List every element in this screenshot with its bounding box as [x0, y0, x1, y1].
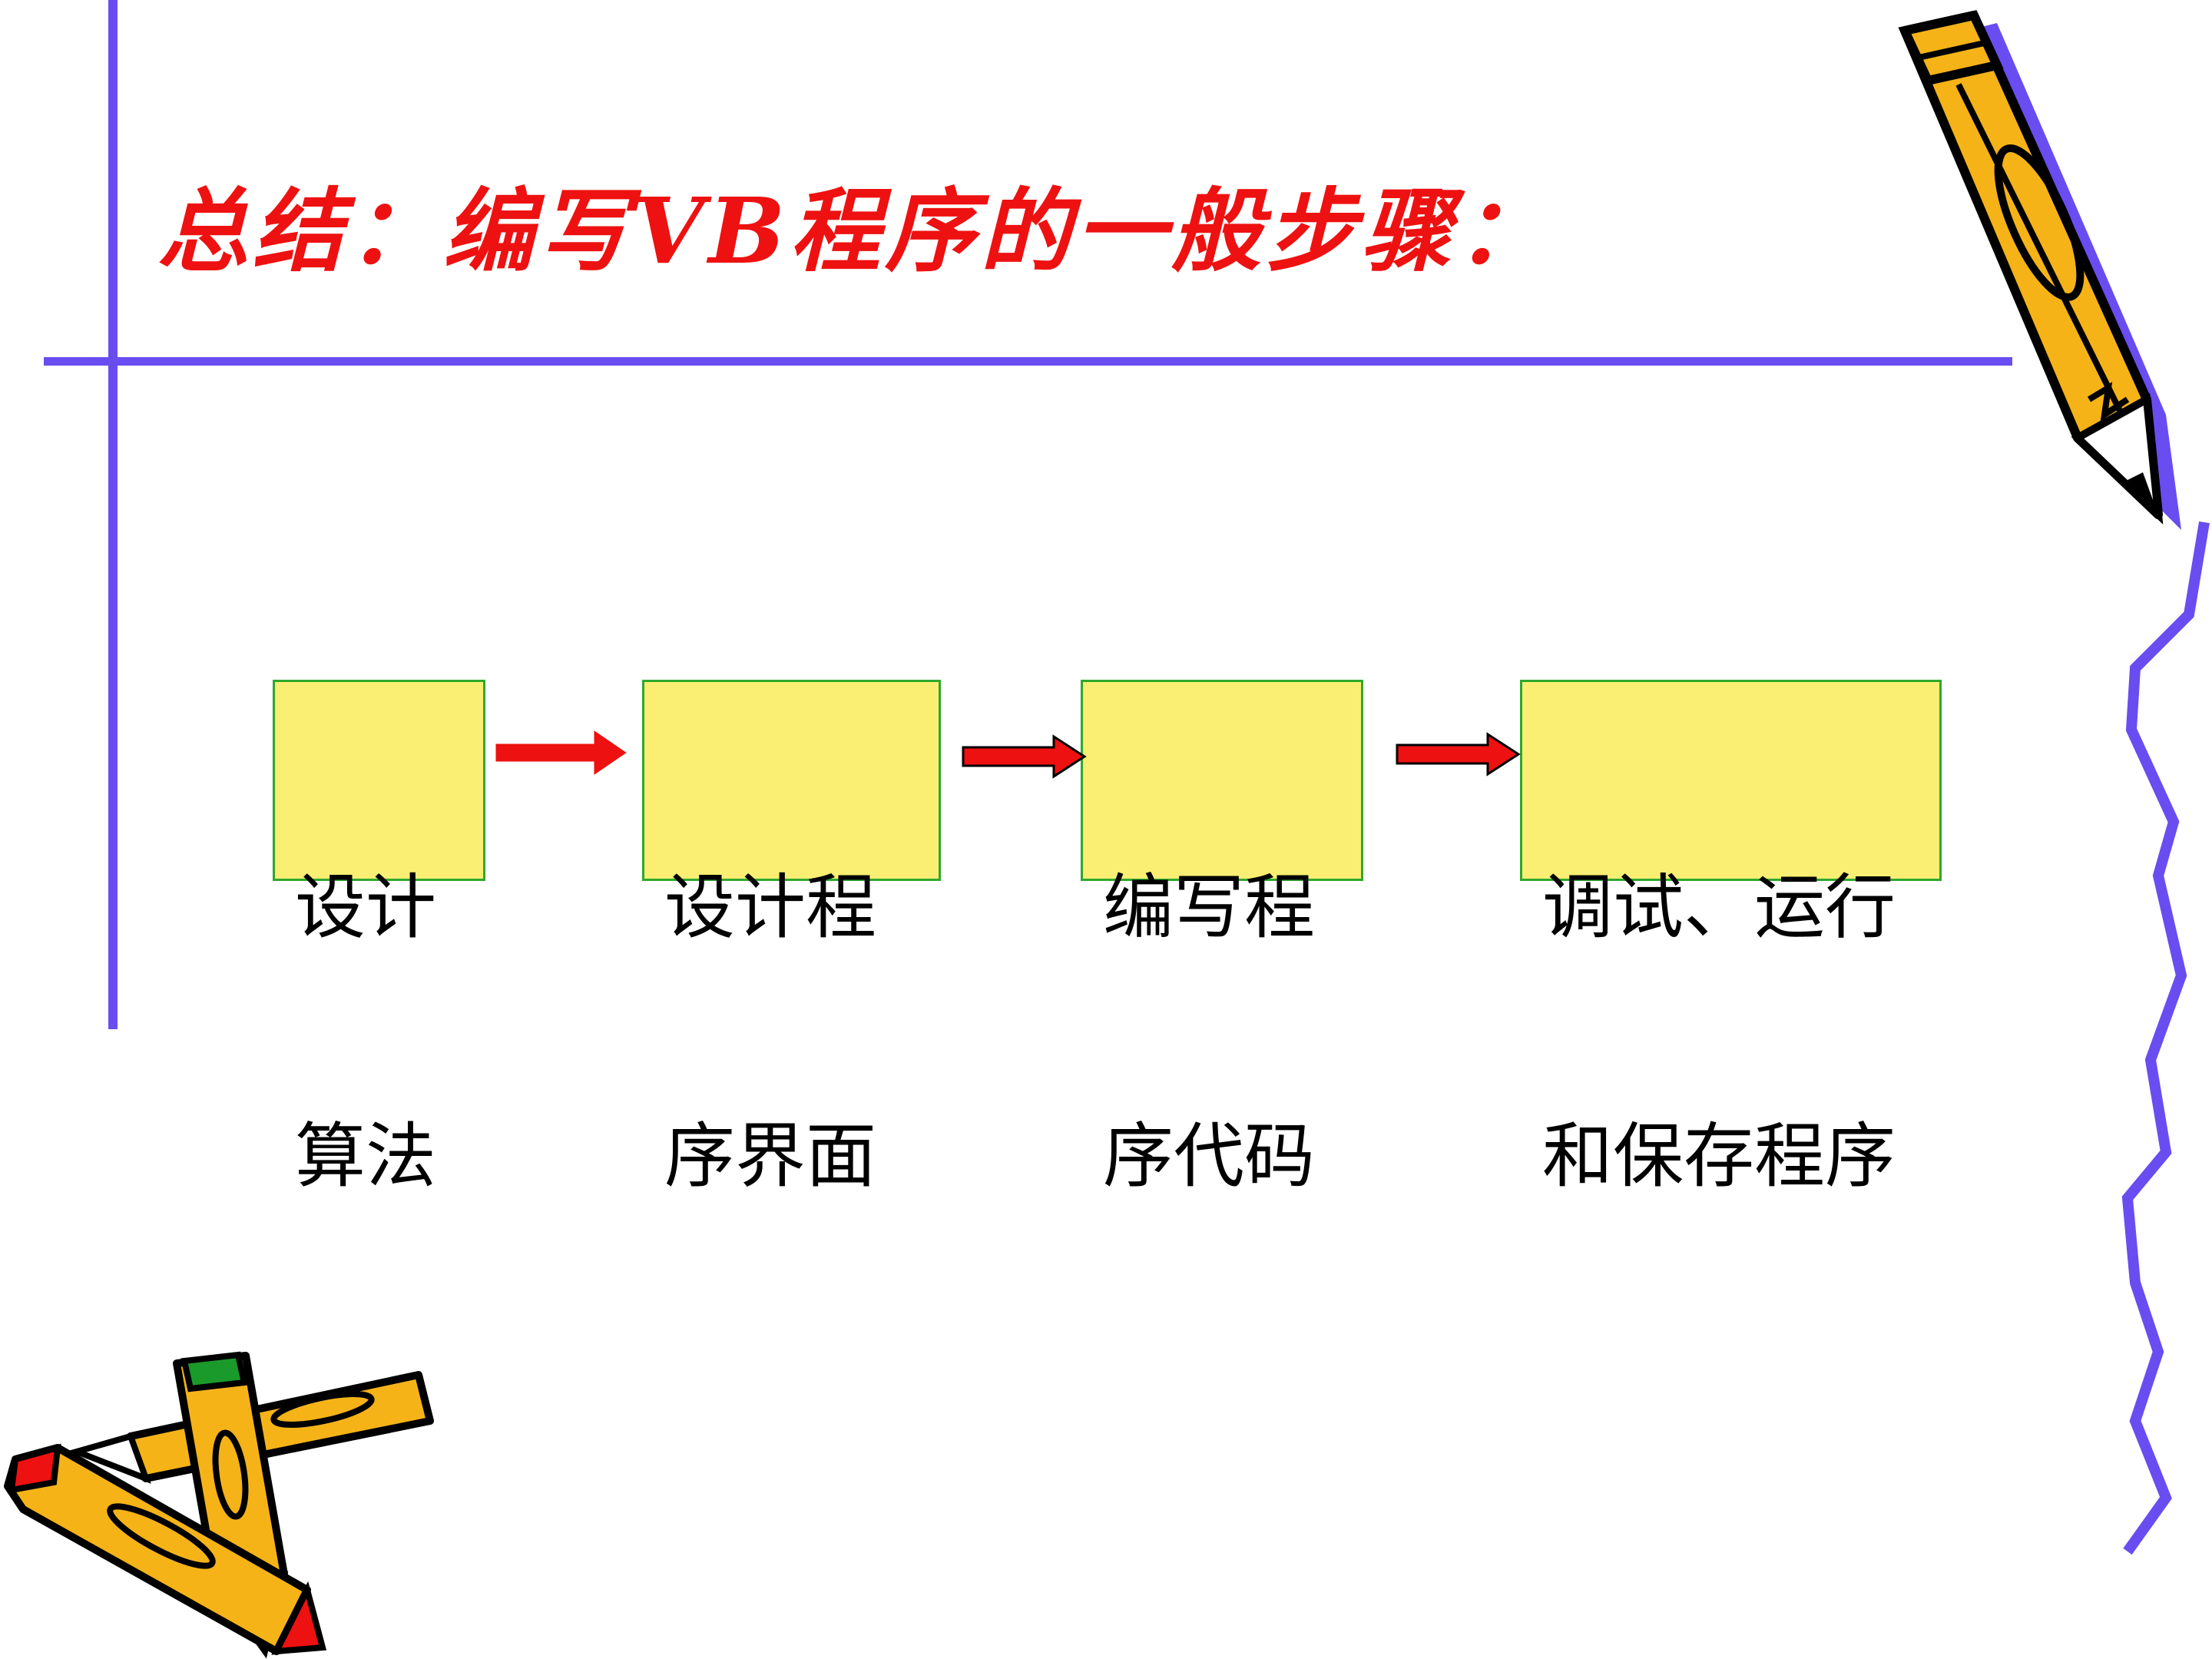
- arrow-right-icon: [495, 730, 627, 775]
- step-3-line-1: 编写程: [1103, 866, 1316, 949]
- pencil-icon: [1898, 10, 2181, 530]
- arrow-right-icon: [1396, 732, 1521, 777]
- step-box-debug-run-save: 调试、运行 和保存程序: [1520, 680, 1942, 1197]
- vertical-rule: [108, 0, 118, 1029]
- slide-title: 总结：编写VB程序的一般步骤：: [157, 177, 1552, 284]
- step-4-line-1: 调试、运行: [1542, 866, 1896, 949]
- step-box-design-algorithm: 设计 算法: [273, 680, 485, 1197]
- step-4-line-2: 和保存程序: [1542, 1115, 1896, 1197]
- step-3-line-2: 序代码: [1103, 1115, 1316, 1197]
- step-1-line-1: 设计: [295, 866, 437, 949]
- step-2-line-1: 设计程: [664, 866, 877, 949]
- zigzag-border-icon: [2121, 521, 2210, 1555]
- horizontal-rule: [44, 357, 2012, 366]
- step-1-line-2: 算法: [295, 1115, 437, 1197]
- step-box-design-interface: 设计程 序界面: [642, 680, 941, 1197]
- crossed-pencils-icon: [4, 1351, 434, 1659]
- step-box-write-code: 编写程 序代码: [1081, 680, 1363, 1197]
- arrow-right-icon: [962, 734, 1087, 779]
- step-2-line-2: 序界面: [664, 1115, 877, 1197]
